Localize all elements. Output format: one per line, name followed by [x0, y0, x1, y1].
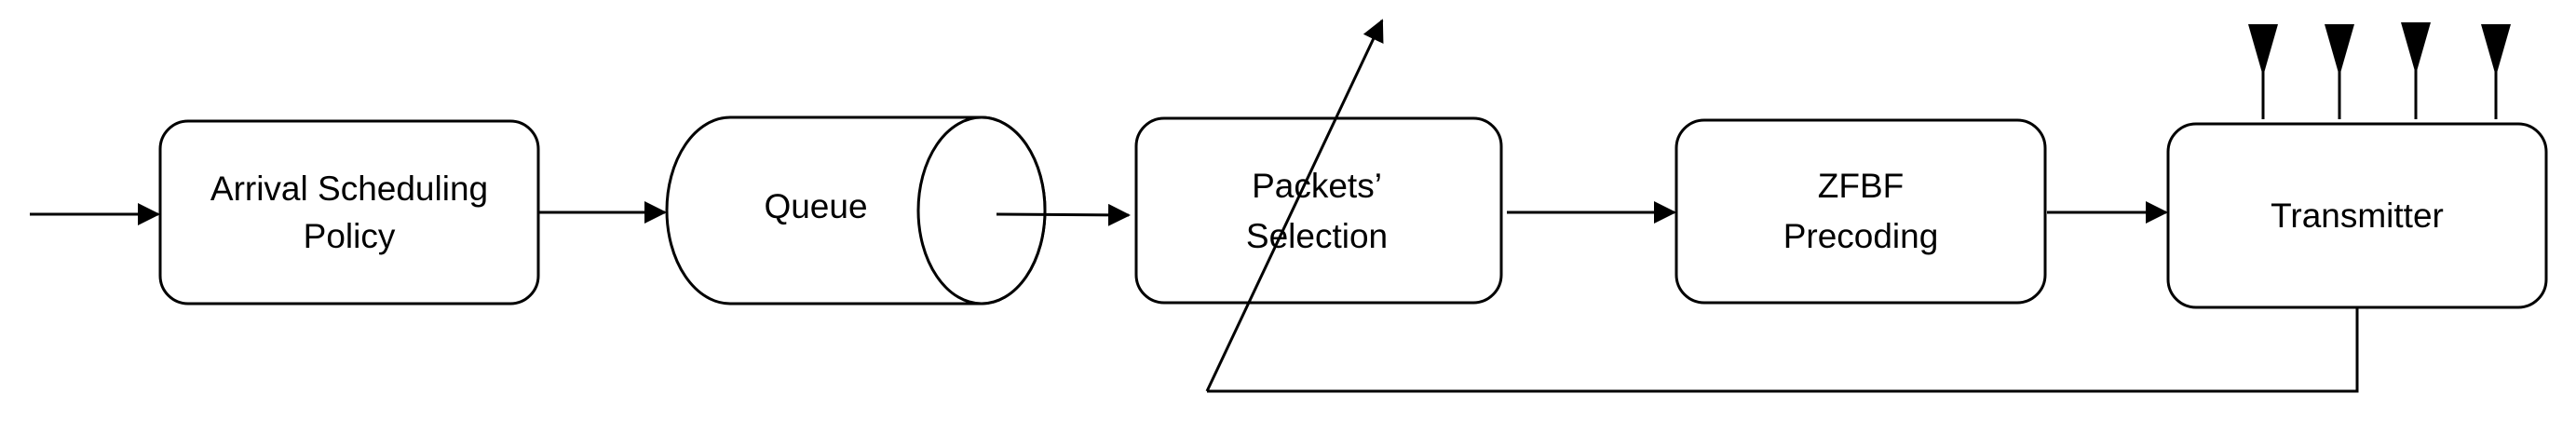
antenna-icon [2248, 24, 2278, 119]
arrival-scheduling-policy-label-line2: Policy [304, 217, 396, 255]
packets-selection-box: Packets’ Selection [1134, 116, 1503, 305]
antenna-icon [2481, 24, 2511, 119]
arrow-queue-to-selection [996, 203, 1131, 226]
zfbf-label-line2: Precoding [1783, 217, 1939, 255]
transmitter-label: Transmitter [2271, 197, 2444, 235]
antenna-array [2248, 22, 2511, 119]
arrival-scheduling-policy-label-line1: Arrival Scheduling [210, 170, 488, 208]
packets-selection-label-line1: Packets’ [1252, 167, 1382, 205]
packets-selection-label-line2: Selection [1246, 217, 1388, 255]
transmitter-box: Transmitter [2166, 122, 2548, 309]
queue-label: Queue [764, 187, 867, 225]
arrival-scheduling-policy-box: Arrival Scheduling Policy [158, 119, 540, 306]
feedback-path [1205, 19, 2359, 393]
antenna-icon [2401, 22, 2431, 119]
zfbf-label-line1: ZFBF [1818, 167, 1904, 205]
zfbf-precoding-box: ZFBF Precoding [1674, 118, 2047, 305]
queue-cylinder: Queue [665, 115, 1047, 306]
antenna-icon [2325, 24, 2354, 119]
